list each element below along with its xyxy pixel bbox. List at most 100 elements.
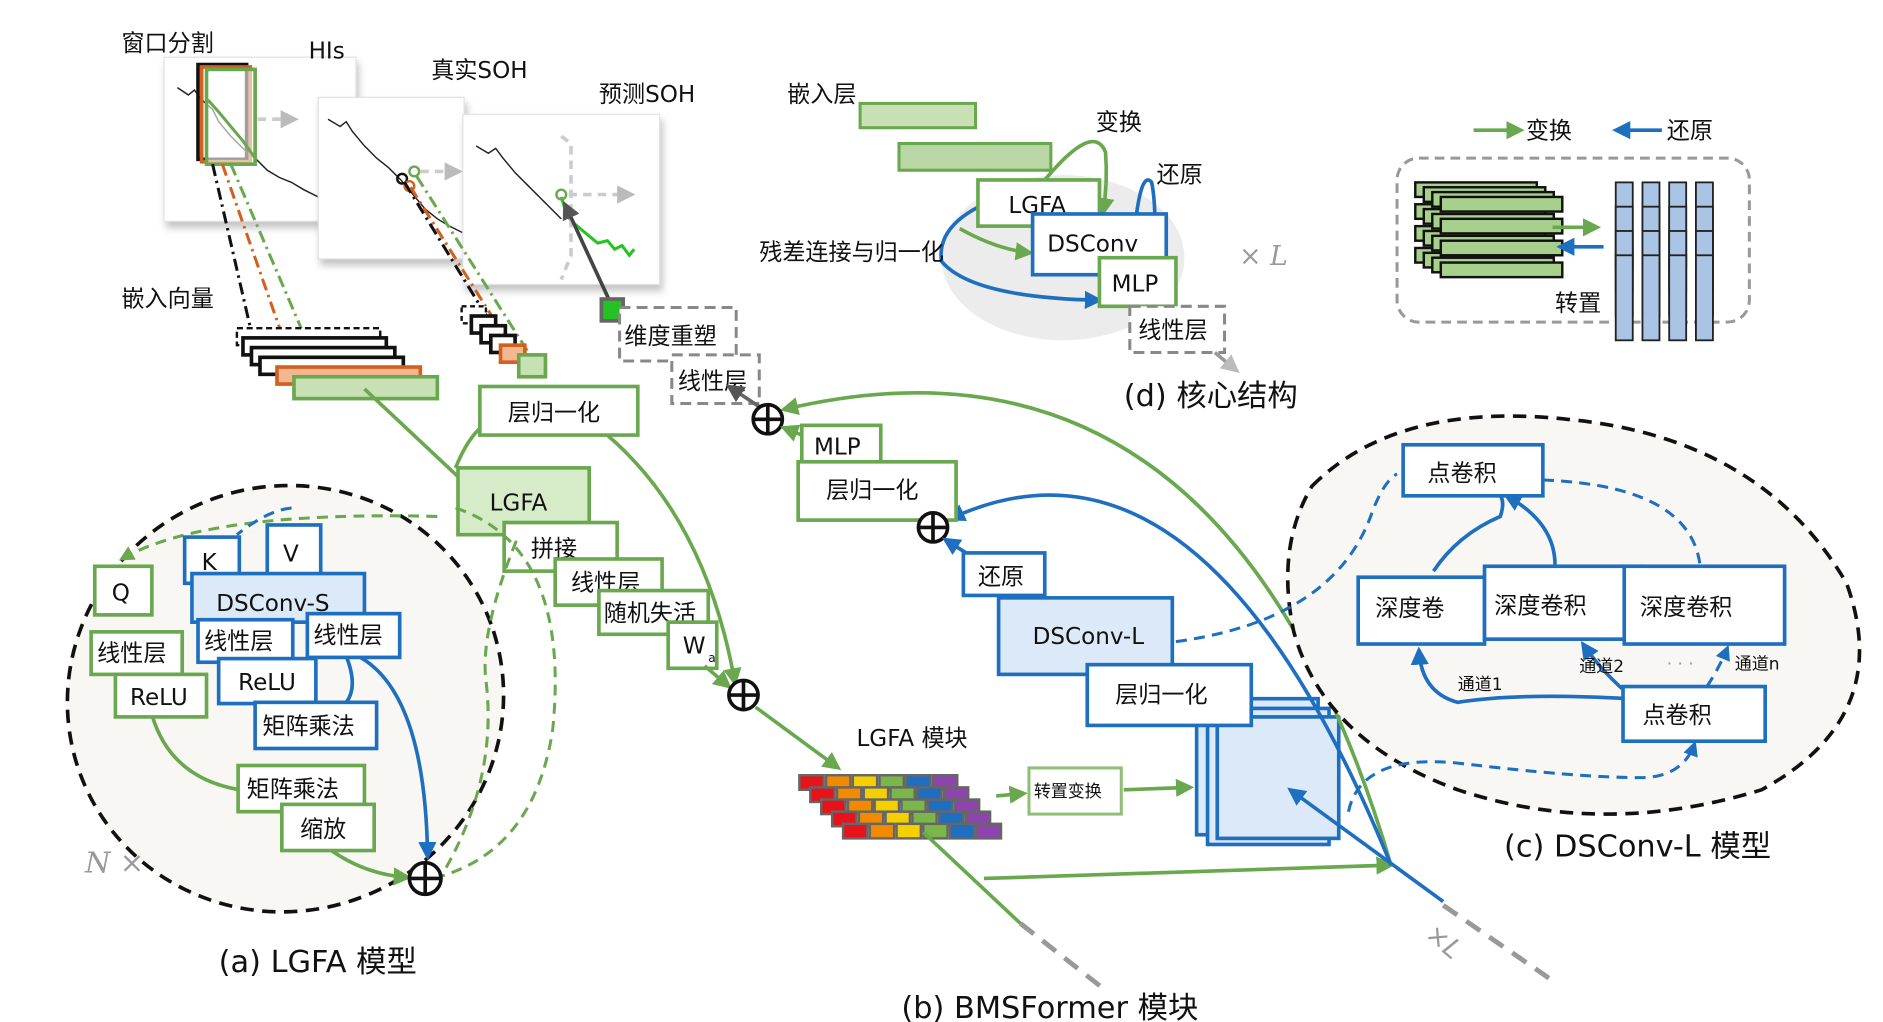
layernorm-box-2: [796, 459, 958, 522]
layernorm-box-1: [478, 384, 640, 437]
lgfa-output-tensor: [798, 774, 1003, 840]
dsconv-l-model-caption: (c) DSConv-L 模型: [1504, 830, 1771, 865]
linear-q-label: 线性层: [97, 641, 166, 667]
embed-layer-label: 嵌入层: [787, 82, 856, 108]
embed-layer-block-1: [858, 101, 978, 130]
matmul-box-1: [253, 700, 379, 751]
q-box: [92, 564, 154, 617]
layernorm-label-3: 层归一化: [1115, 682, 1207, 708]
pred-soh-label: 预测SOH: [599, 82, 695, 108]
depthwise-conv-box-1: [1356, 575, 1487, 646]
add-node-lgfa: [407, 860, 443, 897]
dsconv-l-box: [996, 596, 1175, 677]
restore-box: [961, 551, 1047, 598]
wa-label: W: [683, 634, 706, 660]
layernorm-box-3: [1085, 662, 1254, 728]
matmul-label-2: 矩阵乘法: [247, 777, 339, 803]
scale-box: [280, 802, 376, 853]
lgfa-module-label: LGFA 模块: [856, 726, 967, 752]
pointwise-conv-bottom-label: 点卷积: [1642, 703, 1711, 729]
channel-dots: · · ·: [1667, 655, 1694, 675]
pointwise-conv-bottom-box: [1621, 684, 1767, 744]
tensor-cell: [948, 822, 976, 840]
depthwise-conv-label-3: 深度卷积: [1640, 595, 1732, 621]
tensor-cell: [922, 822, 949, 840]
tensor-cell: [975, 822, 1003, 840]
matmul-label-1: 矩阵乘法: [262, 714, 354, 740]
tensor-cell: [1641, 254, 1661, 342]
wa-box: [666, 620, 719, 671]
core-transform-label: 变换: [1096, 110, 1142, 136]
tensor-cell: [1614, 254, 1634, 342]
relu-q-label: ReLU: [130, 685, 188, 711]
tensor-cell: [1439, 217, 1564, 235]
add-node-3: [916, 511, 950, 544]
transpose-transform-label: 转置变换: [1034, 782, 1102, 802]
true-soh-label: 真实SOH: [431, 58, 527, 84]
embedding-vector-stack: [235, 326, 440, 401]
depthwise-conv-label-2: 深度卷积: [1494, 594, 1586, 620]
scale-label: 缩放: [300, 817, 346, 843]
channel-n-label: 通道n: [1735, 655, 1780, 675]
layernorm-label-1: 层归一化: [508, 400, 600, 426]
channel-2-label: 通道2: [1579, 657, 1624, 677]
tensor-cell: [841, 822, 869, 840]
his-label: HIs: [309, 38, 345, 64]
layernorm-label-2: 层归一化: [826, 478, 918, 504]
embed-layer-block-2: [897, 141, 1053, 172]
tensor-cell: [1439, 195, 1564, 213]
restore-link: [946, 493, 1393, 866]
green-tensor-icon: [1414, 181, 1564, 279]
tensor-cell: [895, 822, 923, 840]
core-restore-label: 还原: [1157, 162, 1203, 188]
core-structure-caption: (d) 核心结构: [1124, 379, 1298, 414]
core-linear-box: [1128, 304, 1227, 354]
pointwise-conv-top-box: [1401, 442, 1545, 498]
core-linear-label: 线性层: [1138, 318, 1207, 344]
blue-tensor-icon: [1614, 181, 1714, 342]
residual-link-1: [594, 423, 742, 687]
true-soh-chart: [317, 96, 465, 260]
residual-link-2: [780, 390, 1393, 866]
legend-transform-label: 变换: [1526, 119, 1572, 145]
lgfa-label: LGFA: [490, 490, 548, 516]
channel-1-label: 通道1: [1458, 675, 1503, 695]
mlp-label: MLP: [814, 435, 861, 461]
linear-k-label: 线性层: [204, 629, 273, 655]
dsconv-l-label: DSConv-L: [1033, 624, 1145, 650]
add-node-2: [751, 402, 785, 436]
core-mlp-label: MLP: [1112, 272, 1159, 298]
restore-label: 还原: [978, 564, 1024, 590]
k-label: K: [202, 550, 218, 576]
q-label: Q: [112, 580, 130, 606]
embedding-small-stack: [460, 305, 548, 379]
bmsformer-caption: (b) BMSFormer 模块: [901, 991, 1198, 1022]
relu-q-box: [113, 672, 209, 719]
depthwise-conv-box-2: [1482, 564, 1645, 641]
tensor-cell: [1695, 254, 1714, 342]
core-times-l: × L: [1239, 241, 1288, 272]
add-node-1: [727, 678, 760, 712]
depthwise-conv-box-3: [1622, 564, 1787, 646]
v-label: V: [283, 541, 299, 567]
skip-link: [983, 856, 1395, 881]
tensor-cell: [1668, 254, 1688, 342]
reshape-label: 维度重塑: [624, 324, 716, 350]
tensor-cell: [1439, 261, 1564, 279]
transpose-transform-box: [1027, 766, 1123, 816]
transpose-label: 转置: [1555, 291, 1601, 317]
depthwise-conv-label-1: 深度卷: [1375, 596, 1444, 622]
linear-v-box: [305, 611, 402, 660]
tensor-cell: [868, 822, 896, 840]
window-split-label: 窗口分割: [121, 31, 213, 57]
tensor-cell: [1439, 239, 1564, 257]
embed-vector-label: 嵌入向量: [121, 286, 213, 312]
wa-subscript: a: [708, 651, 715, 665]
linear-v-label: 线性层: [313, 623, 382, 649]
times-l-lower: ×L: [1419, 918, 1467, 966]
relu-k-label: ReLU: [238, 670, 296, 696]
link-embed-lgfa: [363, 387, 463, 482]
residual-norm-label: 残差连接与归一化: [759, 240, 944, 266]
linear-q-box: [89, 630, 185, 677]
